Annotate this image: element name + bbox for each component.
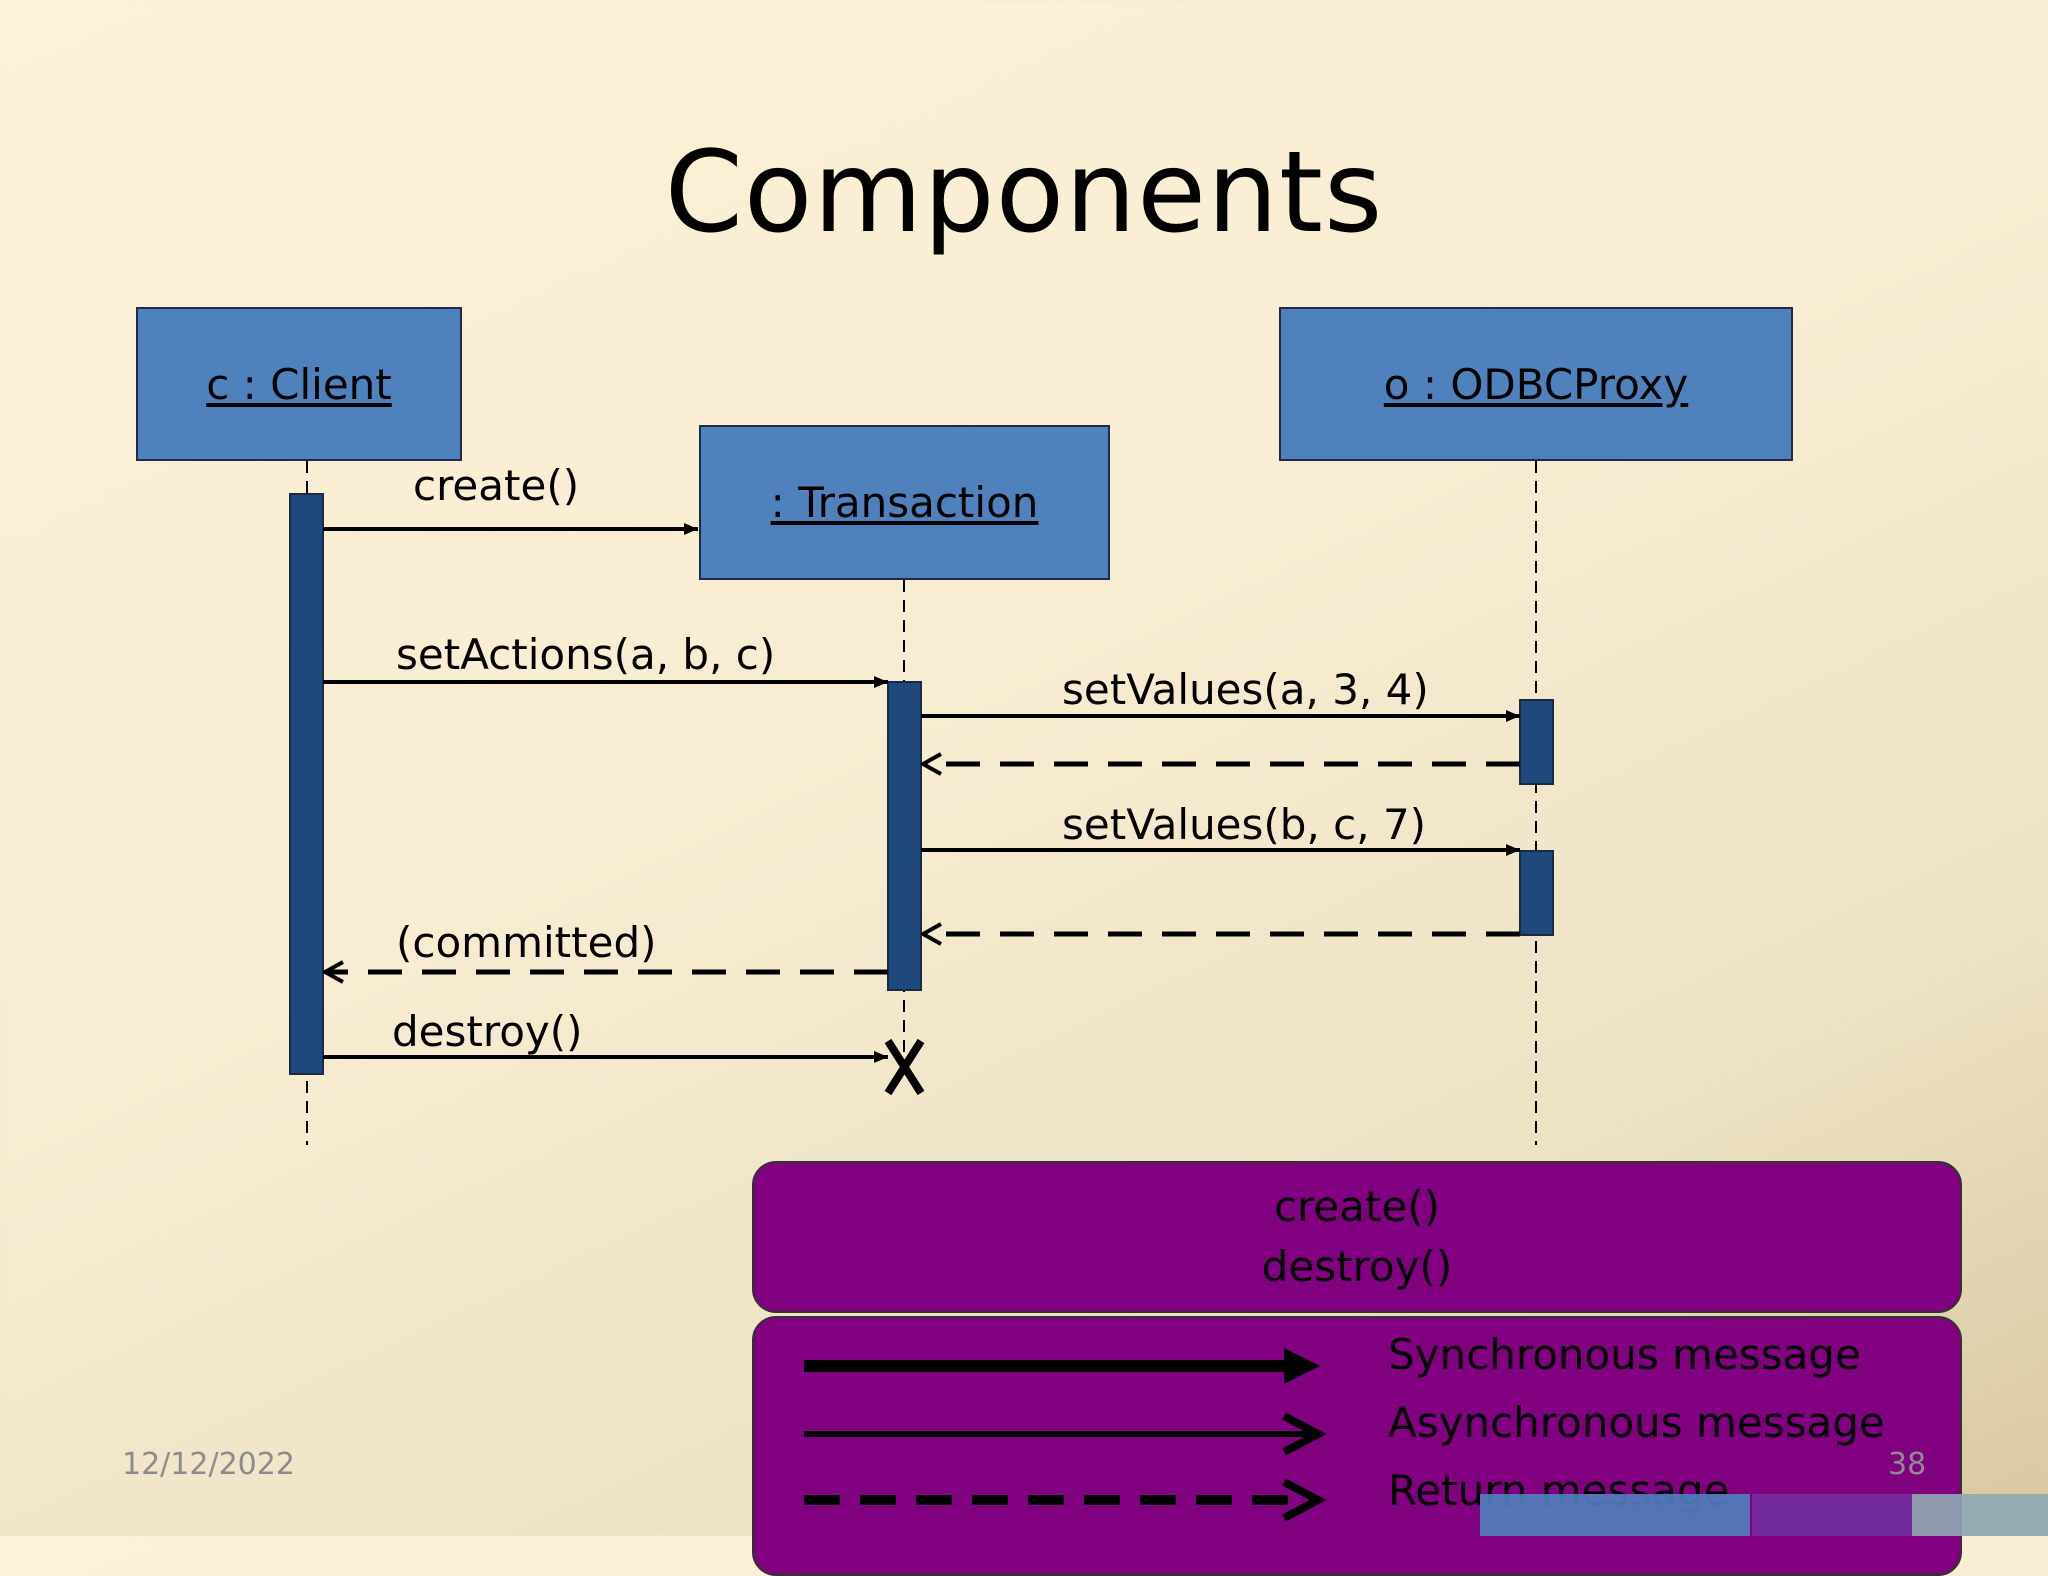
legend-synchronous-label: Synchronous message [1388, 1330, 1861, 1379]
transaction-activation [887, 681, 922, 991]
footer-date: 12/12/2022 [122, 1447, 295, 1482]
footer-decoration-purple [1752, 1494, 1912, 1536]
note-box: create() destroy() [752, 1161, 1962, 1313]
proxy-object-label: o : ODBCProxy [1383, 359, 1689, 409]
destroy-label: destroy() [392, 1007, 583, 1056]
legend-box: Synchronous message Asynchronous message… [752, 1316, 1962, 1576]
footer-decoration-grey [1912, 1494, 2048, 1536]
sequence-diagram [289, 461, 1554, 1145]
note-line-1: create() [1273, 1182, 1441, 1231]
asynchronous-arrow-icon [804, 1412, 1327, 1456]
set-values-1-label: setValues(a, 3, 4) [1062, 665, 1429, 714]
proxy-activation-1 [1519, 699, 1554, 785]
set-actions-label: setActions(a, b, c) [396, 630, 776, 679]
set-values-2-label: setValues(b, c, 7) [1062, 800, 1427, 849]
note-line-2: destroy() [1261, 1242, 1453, 1291]
proxy-object: o : ODBCProxy [1279, 307, 1793, 461]
transaction-object: : Transaction [699, 425, 1110, 580]
client-object-label: c : Client [206, 359, 392, 409]
proxy-activation-2 [1519, 850, 1554, 936]
legend-asynchronous-label: Asynchronous message [1388, 1398, 1885, 1447]
committed-label: (committed) [396, 918, 657, 967]
destroy-x-icon [884, 1038, 925, 1096]
create-label: create() [413, 461, 580, 510]
transaction-object-label: : Transaction [770, 478, 1039, 527]
footer-decoration-blue [1480, 1494, 1750, 1536]
client-object: c : Client [136, 307, 462, 461]
return-arrow-icon [804, 1478, 1327, 1522]
client-activation [289, 493, 324, 1075]
synchronous-arrow-icon [804, 1348, 1320, 1384]
slide-title: Components [664, 128, 1384, 258]
legend-arrows [804, 1348, 1327, 1522]
page-number: 38 [1888, 1447, 1927, 1482]
